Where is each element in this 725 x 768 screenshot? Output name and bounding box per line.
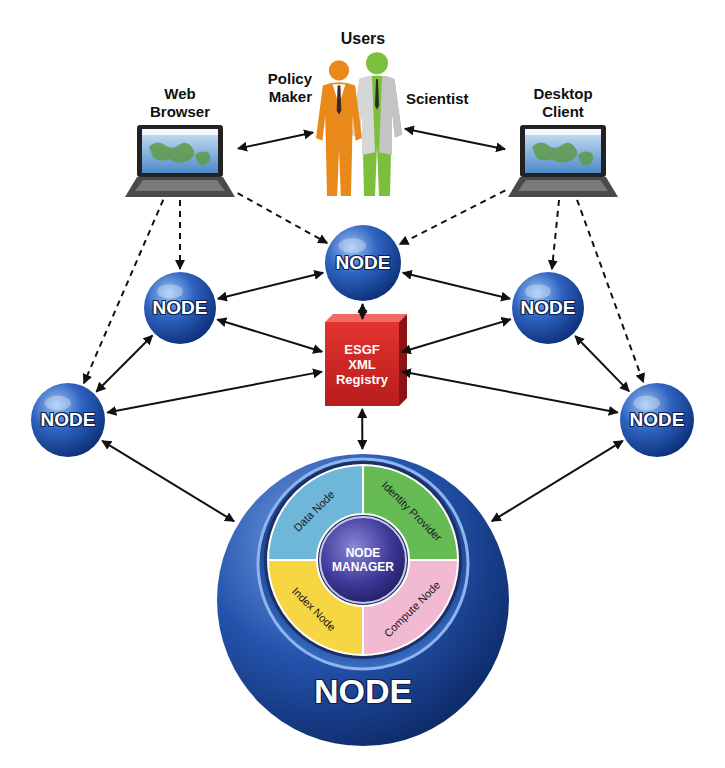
screen-header xyxy=(142,129,218,135)
laptop-bezel xyxy=(520,125,606,177)
ball-label: NODE xyxy=(336,252,391,274)
node-sphere xyxy=(325,225,401,301)
ring-segment xyxy=(363,560,458,655)
laptop-screen xyxy=(142,129,218,173)
node-sphere xyxy=(31,383,105,457)
big-label: NODE xyxy=(215,672,511,711)
ball-node: NODE xyxy=(620,383,694,457)
laptop-shape xyxy=(508,125,618,197)
arrow xyxy=(402,319,511,352)
person-body xyxy=(352,76,402,196)
ball-node: NODE xyxy=(512,272,584,344)
ring-backing xyxy=(264,461,462,659)
ball-node: NODE xyxy=(31,383,105,457)
ball-label: NODE xyxy=(521,297,576,319)
laptop-shape xyxy=(125,125,235,197)
arrow xyxy=(361,409,363,449)
sphere-highlight xyxy=(633,396,660,411)
arrow xyxy=(238,133,313,149)
node-sphere xyxy=(620,383,694,457)
manager-node: NODE MANAGER xyxy=(319,516,407,604)
screen-map xyxy=(195,151,210,165)
sector-node: Index Node xyxy=(268,560,363,655)
dashed-arrow xyxy=(238,193,328,243)
screen-header xyxy=(525,129,601,135)
dashed-arrow xyxy=(552,200,559,269)
laptop-keyboard xyxy=(518,180,608,191)
arrow xyxy=(217,319,322,351)
person-label: Scientist xyxy=(406,90,468,108)
arrow xyxy=(361,304,363,319)
screen-map xyxy=(149,142,194,162)
person-head xyxy=(329,60,349,80)
sphere-highlight xyxy=(339,238,366,253)
sphere-highlight xyxy=(525,284,551,298)
ball-node: NODE xyxy=(144,272,216,344)
person-label: Policy Maker xyxy=(250,70,312,106)
arrow xyxy=(492,441,623,521)
manager-core xyxy=(320,517,406,603)
laptop-keyboard xyxy=(135,180,225,191)
ball-label: NODE xyxy=(41,409,96,431)
laptop-node: Desktop Client xyxy=(508,125,618,197)
person-head xyxy=(366,52,388,74)
laptop-label: Web Browser xyxy=(145,85,215,121)
sector-node: Data Node xyxy=(268,465,363,560)
sphere-highlight xyxy=(157,284,183,298)
dashed-arrow xyxy=(577,200,643,383)
arrow xyxy=(107,372,322,413)
arrow xyxy=(405,129,505,149)
group-label: Users xyxy=(341,30,385,48)
tie xyxy=(337,86,342,115)
arrow xyxy=(218,273,323,299)
big-node: NODE NODE MANAGERData NodeIdentity Provid… xyxy=(215,452,511,748)
ring-segment xyxy=(268,465,363,560)
arrow xyxy=(402,372,618,413)
screen-map xyxy=(578,151,593,165)
laptop-base xyxy=(125,177,235,197)
dashed-arrow xyxy=(400,190,506,244)
manager-label: NODE MANAGER xyxy=(328,546,398,574)
sphere-cutaway xyxy=(258,459,468,669)
screen-map xyxy=(532,142,577,162)
node-sphere xyxy=(144,272,216,344)
tie xyxy=(375,79,379,110)
ball-node: NODE xyxy=(325,225,401,301)
ball-label: NODE xyxy=(153,297,208,319)
laptop-base xyxy=(508,177,618,197)
lab-coat xyxy=(352,76,375,155)
arrow xyxy=(96,336,152,392)
laptop-node: Web Browser xyxy=(125,125,235,197)
laptop-label: Desktop Client xyxy=(528,85,598,121)
arrow xyxy=(575,336,629,391)
laptop-screen xyxy=(525,129,601,173)
person-body xyxy=(316,82,362,196)
person-shape xyxy=(316,58,362,196)
sphere-highlight xyxy=(44,396,71,411)
registry-side-face xyxy=(399,314,407,406)
ball-label: NODE xyxy=(630,409,685,431)
arrow xyxy=(403,273,510,299)
arrow xyxy=(102,441,234,522)
node-sphere xyxy=(512,272,584,344)
box-label: ESGF XML Registry xyxy=(333,342,391,387)
lab-coat xyxy=(379,76,402,155)
ring-segment xyxy=(363,465,458,560)
registry-top-face xyxy=(325,314,407,322)
laptop-bezel xyxy=(137,125,223,177)
person-node: Policy Maker xyxy=(316,58,362,196)
sector-node: Identity Provider xyxy=(363,465,458,560)
box-node: ESGF XML Registry xyxy=(325,322,399,406)
ring-segment xyxy=(268,560,363,655)
sector-node: Compute Node xyxy=(363,560,458,655)
dashed-arrow xyxy=(179,200,181,269)
